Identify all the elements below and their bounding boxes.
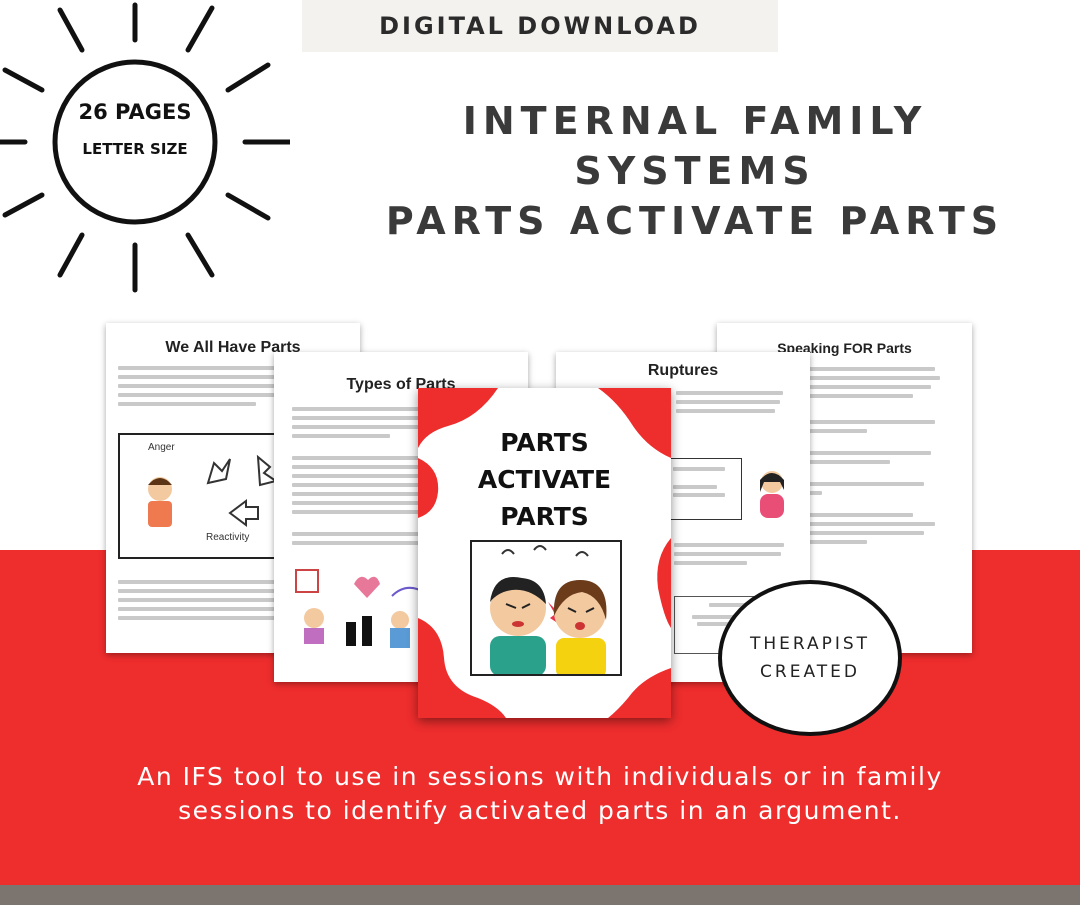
- tagline-line-2: sessions to identify activated parts in …: [178, 796, 902, 825]
- angry-child-icon: [148, 477, 172, 527]
- cycle-arrows-icon: [206, 454, 279, 527]
- title-line-2: SYSTEMS: [574, 149, 816, 193]
- parts-illustrations-icon: [295, 569, 425, 648]
- cover-line-2: ACTIVATE: [477, 465, 612, 494]
- title-line-3: PARTS ACTIVATE PARTS: [385, 199, 1005, 243]
- sun-icon: [0, 2, 290, 293]
- cover-line-3: PARTS: [500, 502, 589, 531]
- therapist-created-badge: THERAPIST CREATED: [718, 580, 902, 736]
- sad-child-icon: [760, 471, 784, 518]
- diagram-label-anger: Anger: [148, 442, 175, 453]
- cover-line-1: PARTS: [500, 428, 589, 457]
- product-tagline: An IFS tool to use in sessions with indi…: [40, 760, 1040, 828]
- page-title: We All Have Parts: [165, 339, 301, 356]
- arguing-children-illustration: [470, 540, 622, 676]
- sun-badge-text: 26 PAGES LETTER SIZE: [60, 100, 210, 158]
- diagram-label-reactivity: Reactivity: [206, 532, 250, 543]
- badge-line-1: THERAPIST: [749, 634, 871, 654]
- badge-line-2: CREATED: [760, 662, 860, 682]
- red-blob-border: [418, 388, 671, 718]
- title-line-1: INTERNAL FAMILY: [462, 99, 928, 143]
- cover-page: PARTS ACTIVATE PARTS: [418, 388, 671, 718]
- digital-download-label: DIGITAL DOWNLOAD: [379, 12, 701, 40]
- product-title: INTERNAL FAMILY SYSTEMS PARTS ACTIVATE P…: [340, 96, 1050, 246]
- paper-size: LETTER SIZE: [82, 140, 188, 158]
- footer-bar: [0, 885, 1080, 905]
- digital-download-banner: DIGITAL DOWNLOAD: [302, 0, 778, 52]
- rupture-box: [666, 458, 742, 520]
- page-title: Ruptures: [647, 362, 719, 379]
- cover-title: PARTS ACTIVATE PARTS: [418, 424, 671, 535]
- arguing-children-icon: [490, 545, 607, 674]
- page-count: 26 PAGES: [78, 100, 192, 124]
- tagline-line-1: An IFS tool to use in sessions with indi…: [137, 762, 943, 791]
- page-title: Speaking FOR Parts: [777, 340, 912, 356]
